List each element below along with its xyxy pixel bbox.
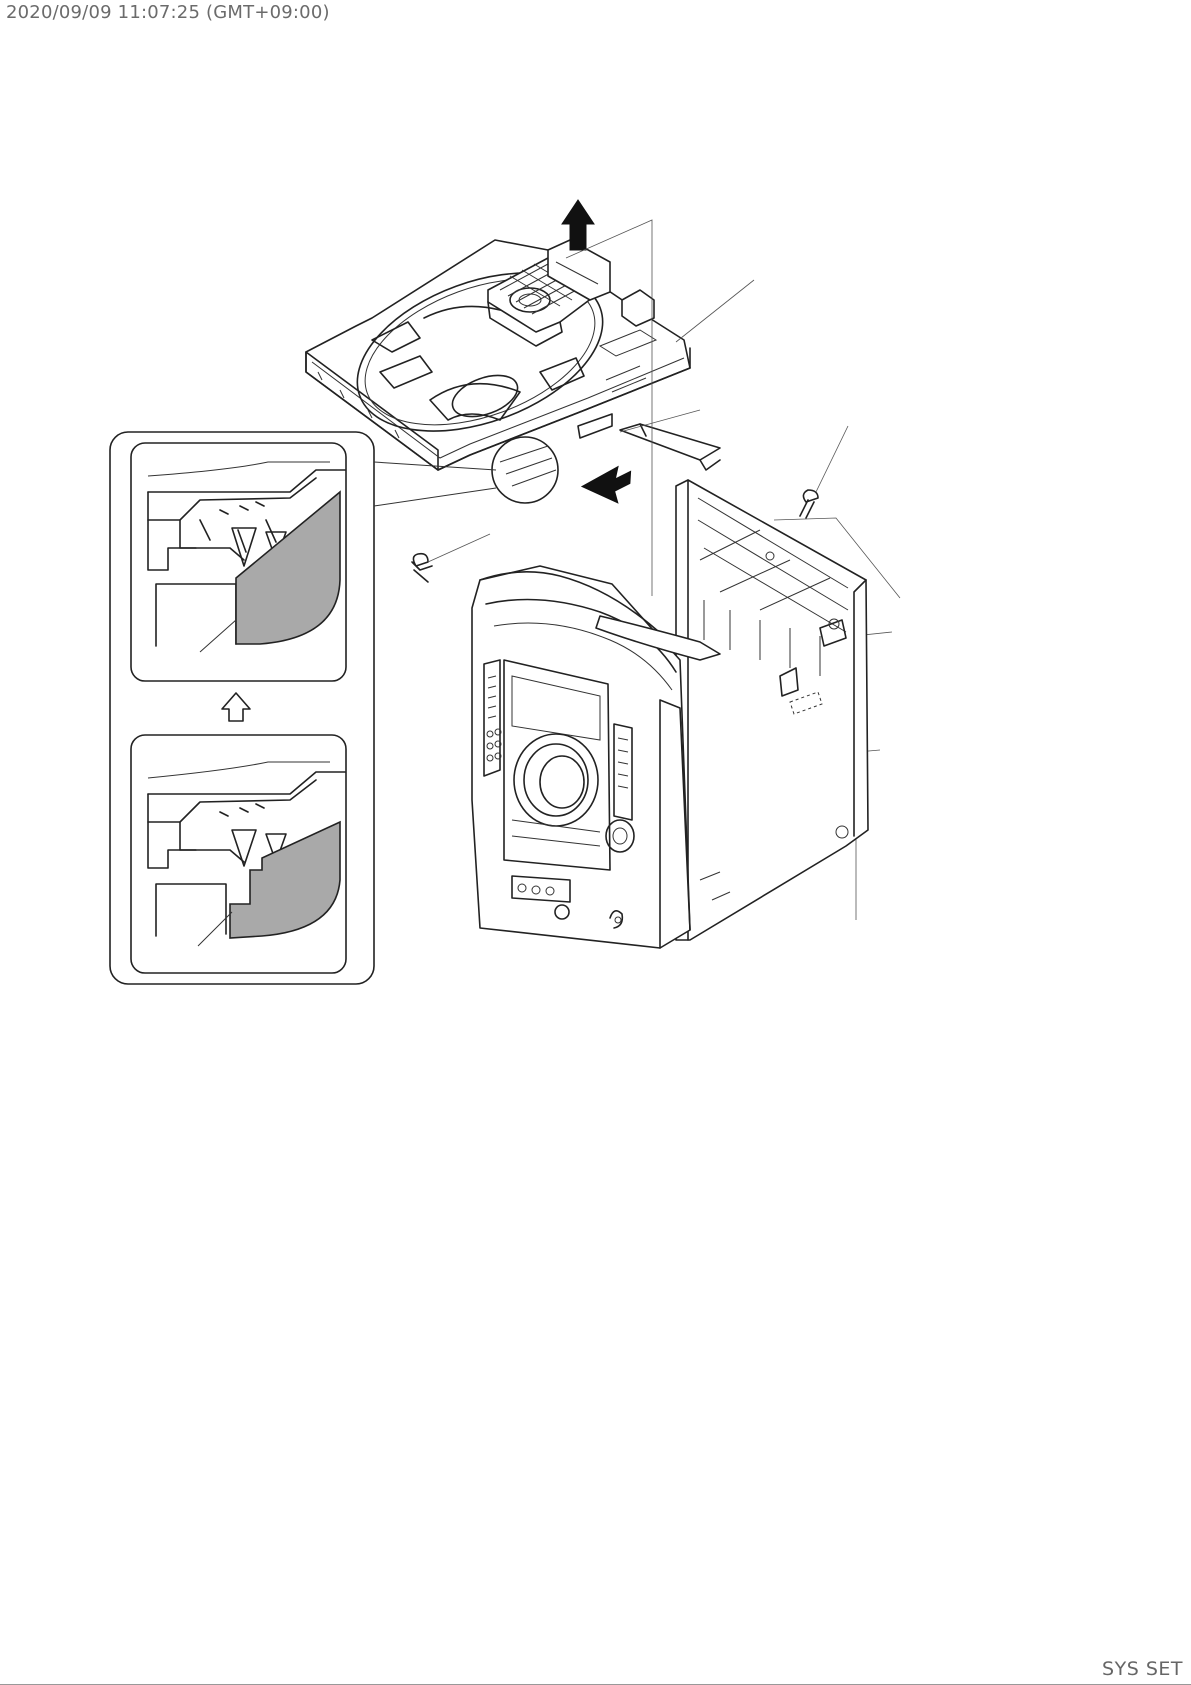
- detail-view-before: [131, 735, 346, 973]
- arrow-out-icon: [580, 465, 633, 506]
- screw-icon: [800, 490, 818, 518]
- detail-callout: [110, 432, 496, 984]
- cd-mechanism-deck: [306, 240, 720, 503]
- hollow-arrow-up-icon: [222, 693, 250, 721]
- screw-icon: [412, 554, 432, 582]
- rear-chassis: [676, 480, 868, 940]
- detail-view-after: [131, 443, 346, 681]
- footer-label: SYS SET: [1102, 1658, 1183, 1680]
